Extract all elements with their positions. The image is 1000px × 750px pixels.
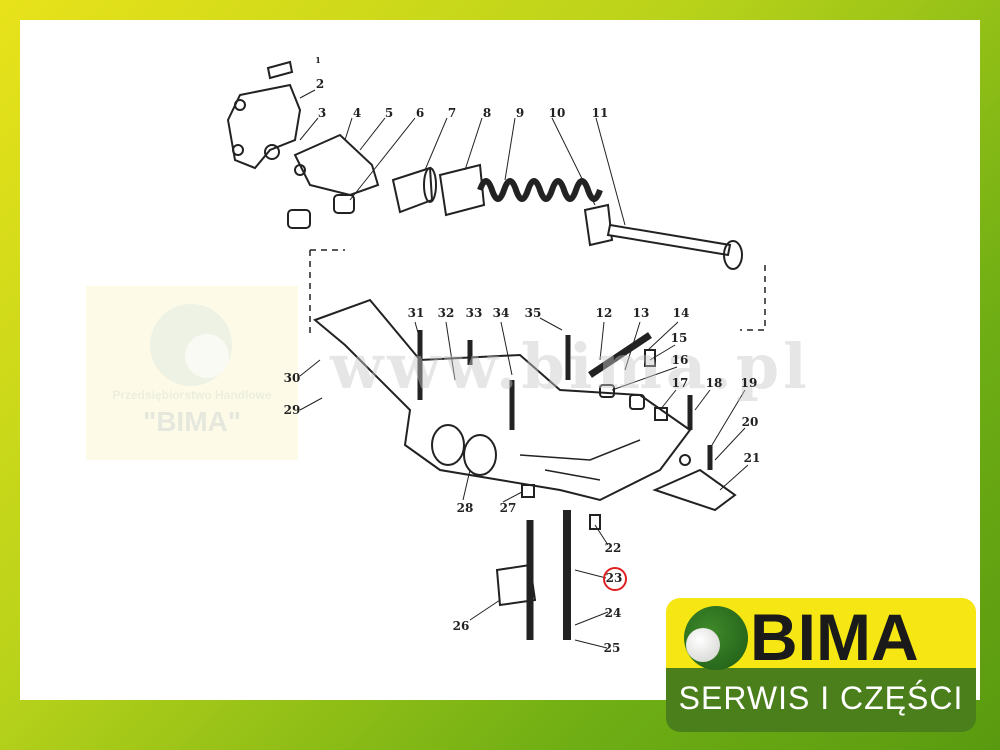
logo-tagline: SERWIS I CZĘŚCI xyxy=(678,680,964,716)
highlight-circle xyxy=(603,567,627,591)
part-label-14: 14 xyxy=(672,306,690,320)
bima-logo: BIMA SERWIS I CZĘŚCI xyxy=(666,598,976,732)
watermark-logo: Przedsiębiorstwo Handlowe "BIMA" xyxy=(86,286,298,460)
part-label-17: 17 xyxy=(671,376,689,390)
logo-highlight-icon xyxy=(686,628,720,662)
part-label-31: 31 xyxy=(407,306,425,320)
part-label-3: 3 xyxy=(317,106,327,120)
part-label-7: 7 xyxy=(447,106,457,120)
part-label-4: 4 xyxy=(352,106,362,120)
part-block xyxy=(495,563,537,607)
part-label-20: 20 xyxy=(741,415,759,429)
part-label-15: 15 xyxy=(670,331,688,345)
part-label-23: 23 xyxy=(605,571,623,585)
part-label-9: 9 xyxy=(515,106,525,120)
part-bracket xyxy=(226,83,302,170)
part-label-25: 25 xyxy=(603,641,621,655)
part-spring xyxy=(477,178,603,202)
part-label-30: 30 xyxy=(283,371,301,385)
part-label-10: 10 xyxy=(548,106,566,120)
part-plate xyxy=(652,468,737,512)
part-label-5: 5 xyxy=(384,106,394,120)
part-label-32: 32 xyxy=(437,306,455,320)
part-label-13: 13 xyxy=(632,306,650,320)
part-label-28: 28 xyxy=(456,501,474,515)
part-label-12: 12 xyxy=(595,306,613,320)
part-label-34: 34 xyxy=(492,306,510,320)
logo-name: BIMA xyxy=(750,600,919,674)
part-label-27: 27 xyxy=(499,501,517,515)
watermark-dot-icon xyxy=(185,334,229,378)
part-label-29: 29 xyxy=(283,403,301,417)
part-label-8: 8 xyxy=(482,106,492,120)
part-bushing xyxy=(438,163,486,217)
logo-bottom-band xyxy=(666,668,976,732)
part-label-21: 21 xyxy=(743,451,761,465)
watermark-name: "BIMA" xyxy=(142,406,242,437)
part-label-16: 16 xyxy=(671,353,689,367)
part-label-19: 19 xyxy=(740,376,758,390)
part-label-6: 6 xyxy=(415,106,425,120)
part-label-1: 1 xyxy=(315,55,321,65)
watermark-url: www.bima.pl xyxy=(330,330,811,403)
part-label-33: 33 xyxy=(465,306,483,320)
part-sleeve xyxy=(583,203,614,247)
part-label-18: 18 xyxy=(705,376,723,390)
watermark-subtitle: Przedsiębiorstwo Handlowe xyxy=(112,388,272,402)
part-label-24: 24 xyxy=(604,606,622,620)
part-label-26: 26 xyxy=(452,619,470,633)
part-label-2: 2 xyxy=(315,77,325,91)
part-clevis xyxy=(293,133,380,197)
part-label-22: 22 xyxy=(604,541,622,555)
part-rod xyxy=(606,223,732,257)
part-label-35: 35 xyxy=(524,306,542,320)
part-housing xyxy=(313,298,692,502)
part-label-11: 11 xyxy=(591,106,609,120)
